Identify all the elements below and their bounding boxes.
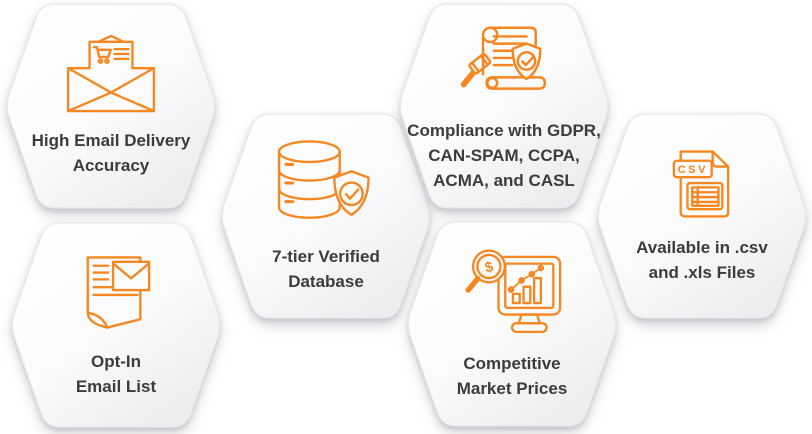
feature-card-opt-in-list: Opt-In Email List [8, 221, 224, 429]
hexagon-shape [399, 3, 609, 209]
card-label: Opt-In Email List [75, 351, 157, 396]
feature-card-high-email-delivery: High Email Delivery Accuracy [3, 2, 219, 210]
feature-card-compliance: Compliance with GDPR, CAN-SPAM, CCPA, AC… [396, 2, 612, 210]
document-envelope-icon [86, 255, 151, 329]
database-shield-check-icon [277, 139, 370, 219]
monitor-chart-magnifier-icon: $ [465, 249, 562, 334]
card-label: 7-tier Verified Database [272, 246, 380, 291]
open-envelope-cart-icon [66, 34, 156, 112]
scroll-gavel-shield-icon [460, 26, 547, 90]
csv-file-icon: CSV [672, 149, 730, 218]
hexagon-shape [407, 221, 617, 427]
csv-badge-text: CSV [678, 164, 708, 176]
feature-card-file-formats: CSV Available in .csv and .xls Files [594, 112, 810, 320]
card-label: Available in .csv and .xls Files [636, 237, 768, 282]
feature-card-market-prices: $ Competitive Market Prices [404, 220, 620, 428]
card-label: Competitive Market Prices [456, 354, 568, 398]
card-label: Compliance with GDPR, CAN-SPAM, CCPA, AC… [407, 121, 601, 190]
dollar-symbol: $ [483, 259, 495, 276]
card-label: High Email Delivery Accuracy [31, 130, 191, 175]
feature-card-verified-database: 7-tier Verified Database [218, 112, 434, 320]
